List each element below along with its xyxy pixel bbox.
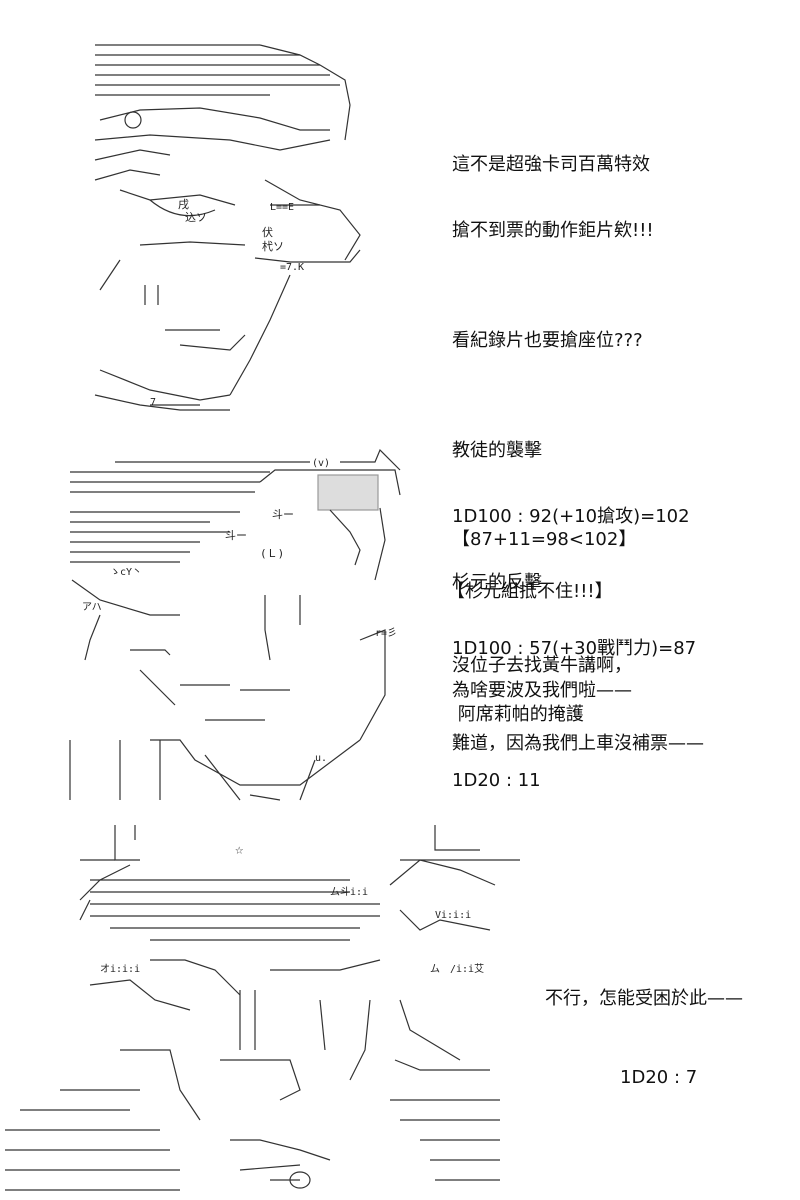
svg-text:Vi:i:i: Vi:i:i: [435, 910, 471, 921]
dialogue-line: 不行，怎能受困於此——: [545, 988, 743, 1009]
svg-text:斗ー: 斗ー: [225, 529, 247, 542]
dice-roll-line: 1D100 : 92(+10搶攻)=102: [452, 506, 690, 527]
narration-line: 教徒的襲擊: [452, 440, 542, 461]
narration-line: 搶不到票的動作鉅片欸!!!: [452, 220, 654, 241]
shout-text: 【杉元組抵不住!!!】: [447, 581, 613, 602]
ascii-art-figure-1: 戌 込ソ 伏 杙ソ L==E =7.K 7: [94, 44, 361, 411]
ascii-art-figure-3: ☆ ム斗i:i Vi:i:i オi:i:i ム /i:i艾: [5, 825, 520, 1191]
svg-text:杙ソ: 杙ソ: [262, 239, 284, 253]
narration-line: 阿席莉帕的掩護: [452, 704, 584, 725]
panel-2: (v) (Ｌ) 斗ー 斗ー ゝcY丶 アハ r=彡 u. 【87+11=98<1…: [0, 440, 800, 820]
svg-text:(Ｌ): (Ｌ): [260, 547, 284, 560]
svg-text:伏: 伏: [262, 225, 273, 239]
svg-text:アハ: アハ: [82, 602, 102, 613]
dialogue-line: 沒位子去找黃牛講啊，: [452, 655, 632, 676]
svg-text:L==E: L==E: [270, 202, 294, 213]
panel1-text-block: 這不是超強卡司百萬特效 搶不到票的動作鉅片欸!!! 看紀錄片也要搶座位??? 教…: [452, 110, 696, 836]
svg-text:込ソ: 込ソ: [185, 211, 207, 224]
dice-roll-line: 1D100 : 57(+30戰鬥力)=87: [452, 638, 697, 659]
dice-roll-line: 1D20 : 11: [452, 770, 541, 791]
svg-text:オi:i:i: オi:i:i: [100, 963, 140, 975]
narration-line: 杉元的反擊: [452, 572, 542, 593]
svg-text:7: 7: [150, 397, 156, 408]
svg-text:☆: ☆: [235, 842, 244, 858]
svg-text:ゝcY丶: ゝcY丶: [110, 567, 142, 578]
narration-line: 看紀錄片也要搶座位???: [452, 330, 643, 351]
svg-text:u.: u.: [315, 753, 327, 764]
svg-text:(v): (v): [312, 458, 330, 469]
svg-text:ム斗i:i: ム斗i:i: [330, 886, 368, 898]
svg-text:ム /i:i艾: ム /i:i艾: [430, 963, 484, 975]
svg-text:斗ー: 斗ー: [272, 508, 294, 521]
svg-text:r=彡: r=彡: [375, 628, 397, 639]
narration-line: 這不是超強卡司百萬特效: [452, 154, 650, 175]
svg-text:=7.K: =7.K: [280, 262, 304, 273]
result-text: 【87+11=98<102】: [452, 529, 637, 550]
panel-3: ☆ ム斗i:i Vi:i:i オi:i:i ム /i:i艾 不行，怎能受困於此—…: [0, 820, 800, 1200]
dialogue-line: 難道，因為我們上車沒補票——: [452, 733, 704, 754]
panel-1: 戌 込ソ 伏 杙ソ L==E =7.K 7 這不是超強卡司百萬特效 搶不到票的動…: [0, 0, 800, 791]
ascii-art-figure-2: (v) (Ｌ) 斗ー 斗ー ゝcY丶 アハ r=彡 u.: [69, 448, 401, 801]
svg-text:戌: 戌: [178, 198, 189, 211]
dice-roll-line: 1D20 : 7: [620, 1067, 698, 1088]
dialogue-line: 為啥要波及我們啦——: [452, 680, 632, 701]
